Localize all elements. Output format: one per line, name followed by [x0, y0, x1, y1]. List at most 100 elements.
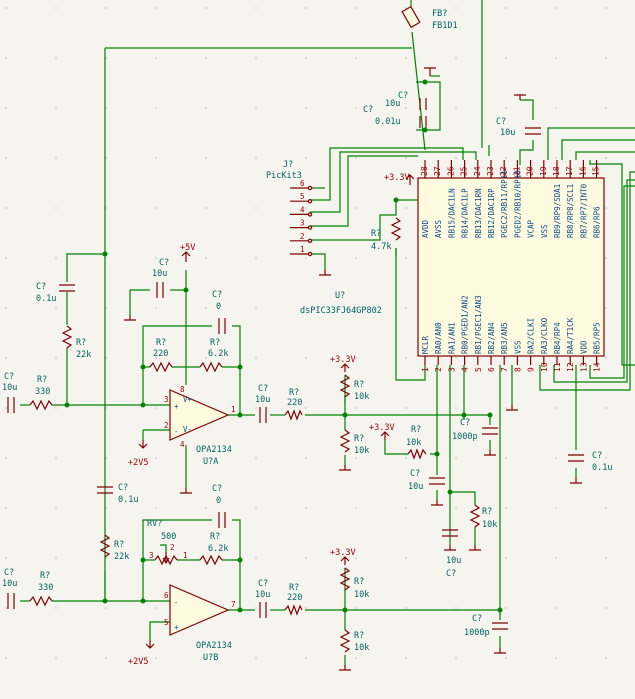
c-out-b-ref: C? [258, 579, 268, 589]
res-bias-b [99, 534, 111, 558]
r-up-b-value: 10k [354, 590, 369, 600]
header-pin-number: 6 [300, 179, 305, 188]
c-fb-b-value: 0 [216, 496, 221, 506]
c-out-b-value: 10u [255, 590, 270, 600]
ferrite-value: FB1D1 [432, 21, 458, 31]
cap-fb-b [218, 512, 226, 528]
c-flt-b-value: 1000p [464, 628, 490, 638]
pwr-33-a [340, 363, 350, 372]
cap-bias-a [59, 284, 75, 292]
mcu-pin-name: VSS [513, 340, 522, 354]
mcu-pin-name: VSS [540, 224, 549, 238]
gnd-vdd [570, 478, 582, 484]
junctions [64, 79, 503, 613]
wire-bias-a3 [66, 253, 105, 282]
mcu-pin-number: 5 [474, 367, 483, 372]
mcu-pin-number: 26 [446, 166, 455, 176]
c-in-a-ref: C? [4, 372, 14, 382]
cap-flt-a [482, 427, 498, 435]
opamp-a-pin-inp: 3 [164, 395, 169, 404]
c-vdd-ref: C? [592, 451, 602, 461]
r-mclr-value: 4.7k [371, 242, 391, 252]
power-label-33-b: +3.3V [330, 548, 356, 558]
opamp-b-value: OPA2134 [196, 641, 232, 651]
mcu-pin-name: MCLR [421, 335, 430, 354]
r-dn-a-ref: R? [354, 434, 364, 444]
res-ser-a [29, 399, 53, 411]
mcu-pin-number: 19 [539, 166, 548, 176]
mcu-pin-name: PGEC2/RB11/RP11 [500, 170, 509, 238]
wire-fb-a2 [232, 325, 241, 415]
ferrite-ref: FB? [432, 9, 447, 19]
r-pd-ref: R? [482, 507, 492, 517]
wire-rb6 [589, 160, 635, 366]
wire-fb-b2 [232, 519, 241, 610]
mcu-pin-number: 24 [473, 166, 482, 176]
r-fb-b-value: 6.2k [208, 544, 228, 554]
mcu-pin-name: RB7/RP7/INT0 [579, 183, 588, 238]
c-vcap-value: 10u [500, 128, 515, 138]
wire-fb-b [142, 519, 212, 601]
gnd-ref-a [431, 500, 443, 506]
c-fb-a-ref: C? [212, 290, 222, 300]
c-vcap-ref: C? [496, 117, 506, 127]
power-label-33-mcu: +3.3V [384, 173, 410, 183]
gnd-rpd [469, 545, 481, 551]
r-bias-b-value: 22k [114, 552, 129, 562]
header-pin-number: 4 [300, 205, 305, 214]
cap-ref-a [429, 477, 445, 485]
wire-rb7 [575, 151, 635, 160]
mcu-pin-name: AVSS [434, 219, 443, 238]
mcu-body [417, 177, 605, 357]
power-label-5v: +5V [180, 243, 195, 253]
mcu-pin-name: RB2/AN4 [487, 322, 496, 354]
opamp-b-minus: - [174, 598, 179, 607]
power-symbols [138, 174, 415, 649]
mcu-pin-number: 3 [447, 367, 456, 372]
pwr-33-b [340, 556, 350, 565]
opamp-a-pin-out: 1 [231, 405, 236, 414]
opamp-a-vminus: V- [183, 425, 192, 434]
gnd-div-b [339, 665, 351, 671]
header-pin-end [307, 212, 313, 217]
mcu-pin-number: 4 [461, 367, 470, 372]
c-out-a-value: 10u [255, 395, 270, 405]
c-in-a-value: 10u [2, 383, 17, 393]
opamp-b-pin-inp: 5 [164, 618, 169, 627]
cap-vcap [525, 127, 541, 135]
res-up-b [339, 567, 351, 591]
c-5v-ref: C? [159, 258, 169, 268]
wire-rv-wiper [160, 544, 167, 552]
res-pd [469, 504, 481, 528]
cap-out-b [259, 602, 267, 618]
header-ref: J? [283, 160, 293, 170]
wire-rb8 [561, 139, 635, 160]
ferrite-bead [401, 5, 421, 29]
mcu-value: dsPIC33FJ64GP802 [300, 306, 382, 316]
c-bias-b-ref: C? [118, 483, 128, 493]
opamp-a-plus: + [174, 402, 179, 411]
wire-j3 [310, 155, 418, 227]
r-mclr-ref: R? [371, 229, 381, 239]
c-in-b-ref: C? [4, 568, 14, 578]
c-bias-b-value: 0.1u [118, 495, 138, 505]
cap-fb-a [218, 318, 226, 334]
res-up-a [339, 374, 351, 398]
r-in-a-value: 220 [153, 349, 168, 359]
res-ser-b [29, 595, 53, 607]
r-fb-b-ref: R? [210, 532, 220, 542]
header-value: PicKit3 [266, 171, 302, 181]
header-pin-number: 1 [300, 245, 305, 254]
mcu-pin-number: 12 [566, 362, 575, 372]
gnd-opa-vn [180, 488, 192, 494]
rv-pin-3: 3 [149, 551, 154, 560]
mcu-pin-number: 18 [552, 166, 561, 176]
opamp-a-pin-vp: 8 [180, 385, 185, 394]
r-out-b-ref: R? [289, 583, 299, 593]
grid-dots [5, 7, 607, 659]
r-ref-a-value: 10k [406, 438, 421, 448]
mcu-pin-number: 6 [487, 367, 496, 372]
